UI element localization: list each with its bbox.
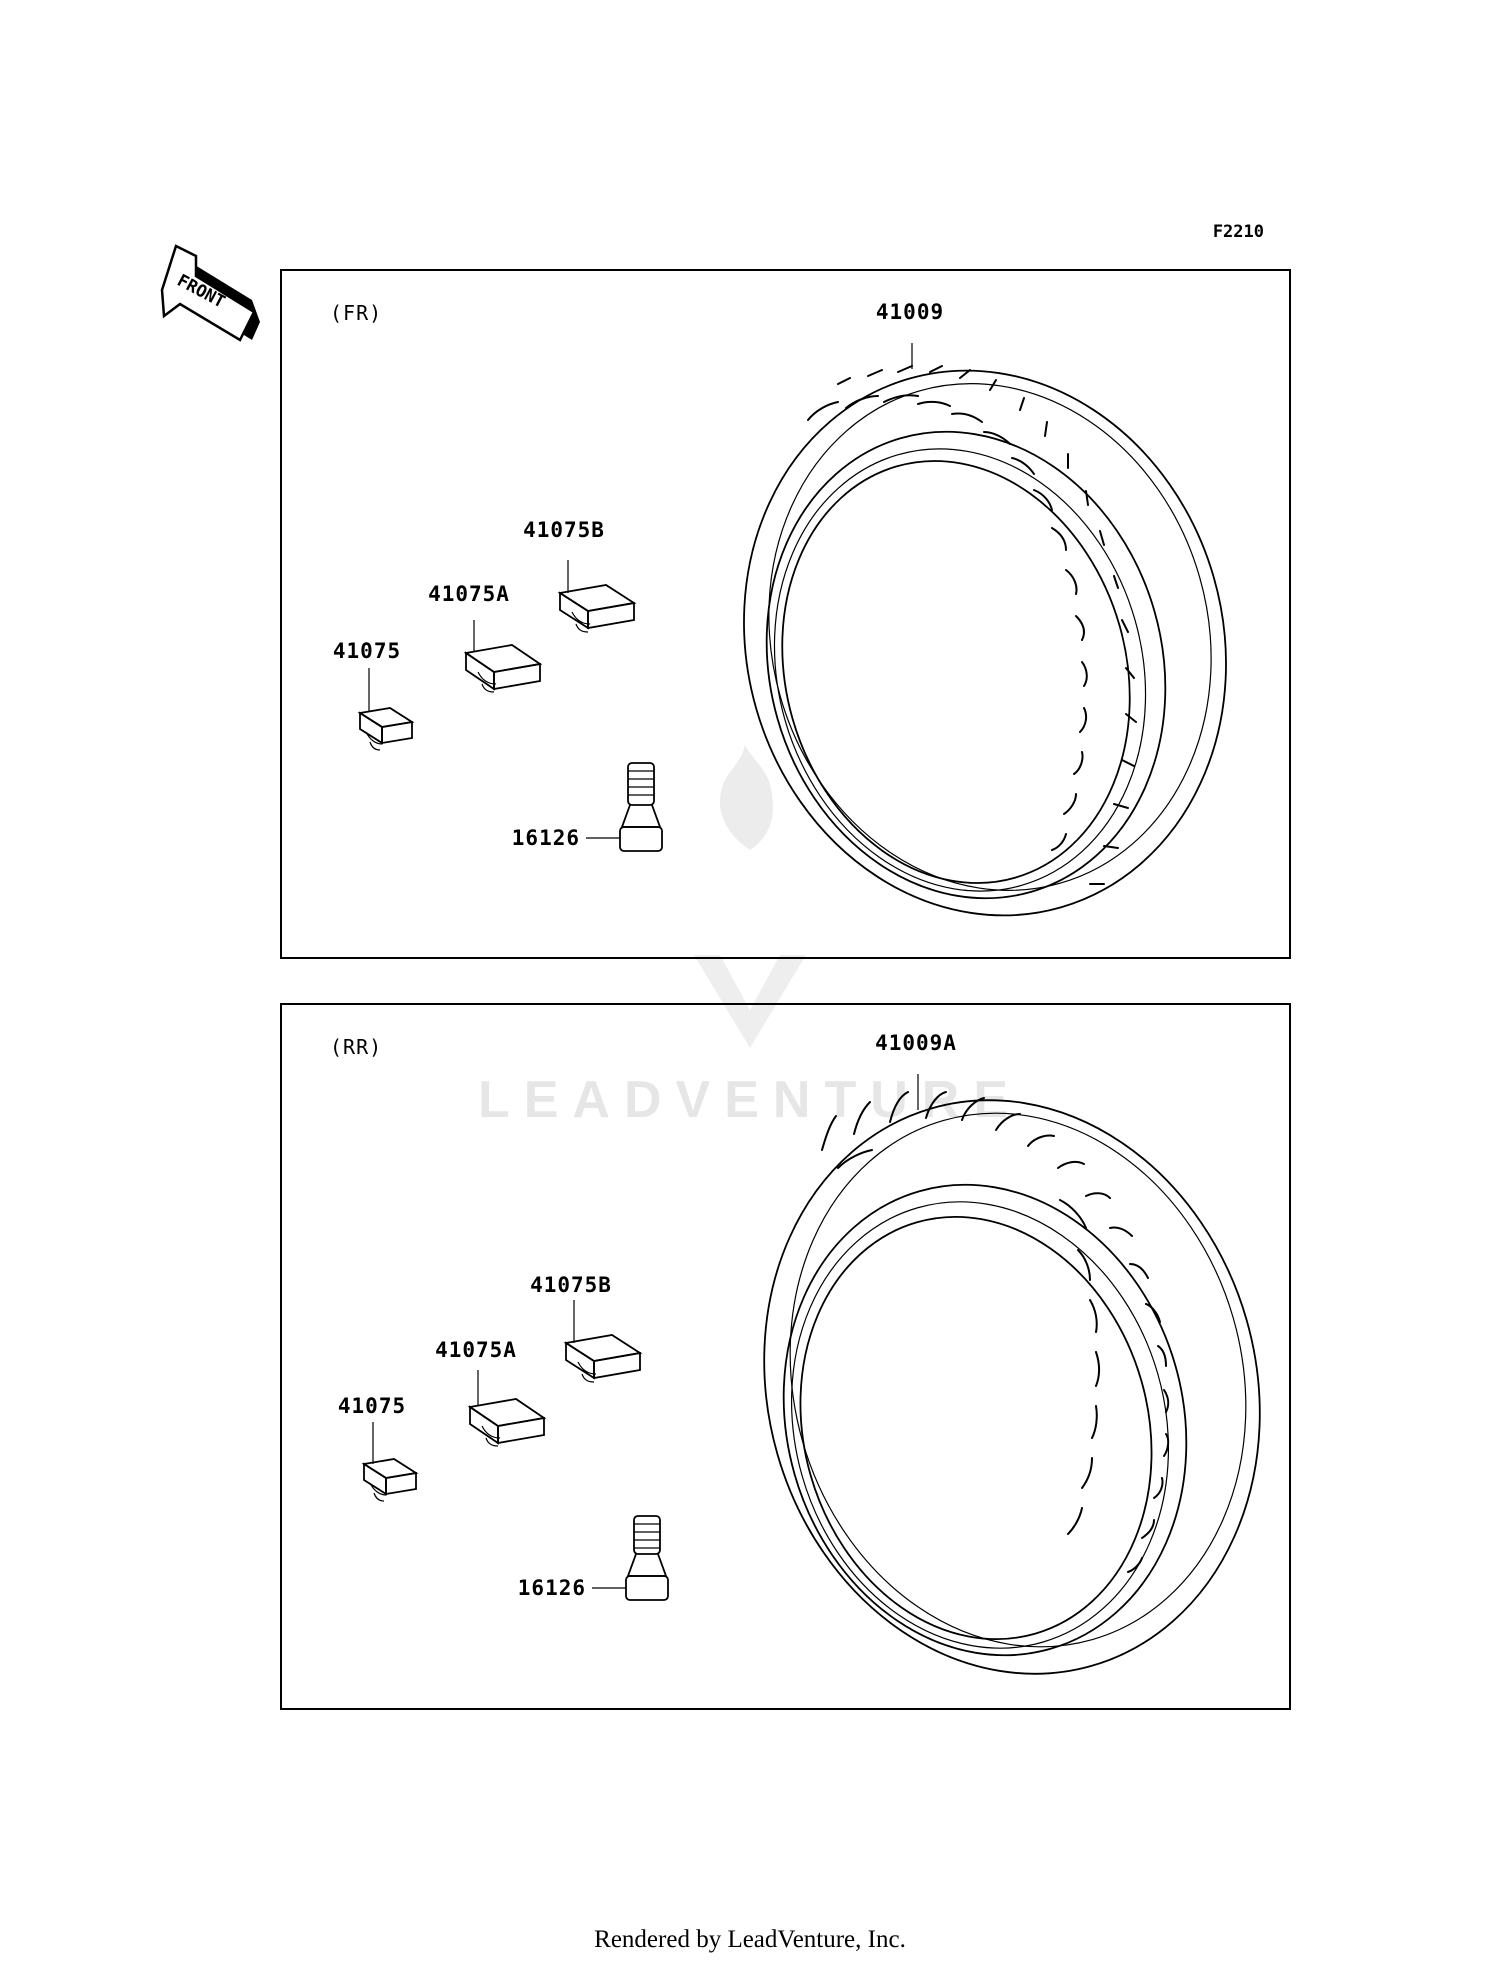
tire-icon xyxy=(763,1074,1261,1675)
part-label-valve-rr: 16126 xyxy=(518,1576,586,1600)
section-label-fr: (FR) xyxy=(330,301,382,325)
footer-credit: Rendered by LeadVenture, Inc. xyxy=(594,1926,906,1953)
panel-front: (FR) 41009 xyxy=(280,269,1291,959)
balance-weight-icon xyxy=(361,1300,643,1502)
part-label-weight-a-fr: 41075A xyxy=(428,582,510,606)
balance-weight-icon xyxy=(357,560,637,751)
part-label-weight-a-rr: 41075A xyxy=(435,1338,517,1362)
part-label-weight-b-fr: 41075B xyxy=(523,518,605,542)
tire-icon xyxy=(743,343,1227,917)
valve-stem-icon xyxy=(592,1515,669,1601)
front-arrow-icon: FRONT xyxy=(160,244,260,342)
part-label-weight-fr: 41075 xyxy=(333,639,401,663)
part-label-valve-fr: 16126 xyxy=(512,826,580,850)
part-label-weight-b-rr: 41075B xyxy=(530,1273,612,1297)
diagram-code: F2210 xyxy=(1213,222,1264,242)
panel-rear: (RR) 41009A xyxy=(280,1003,1291,1710)
watermark-text: LEADVENTURE xyxy=(478,1071,1022,1129)
valve-stem-icon xyxy=(586,762,663,852)
section-label-rr: (RR) xyxy=(330,1035,382,1059)
part-label-tire-rr: 41009A xyxy=(875,1031,957,1055)
part-label-tire-fr: 41009 xyxy=(876,300,944,324)
part-label-weight-rr: 41075 xyxy=(338,1394,406,1418)
leadventure-logo-icon xyxy=(694,745,806,1048)
